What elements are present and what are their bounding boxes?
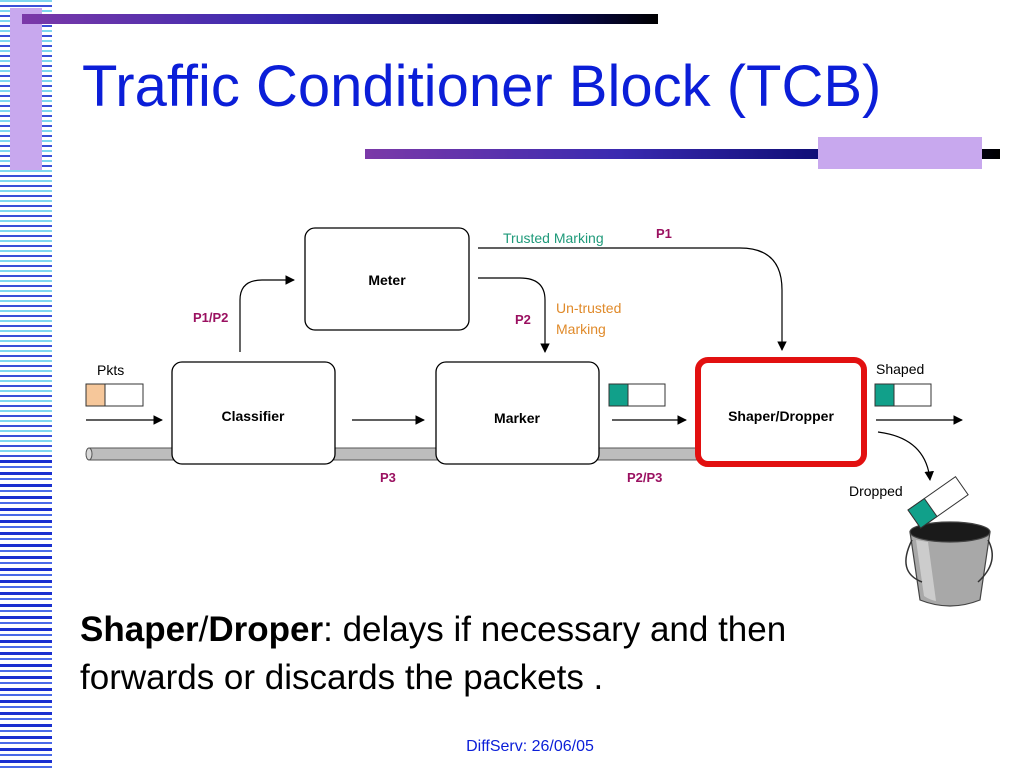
classifier-label: Classifier — [221, 408, 285, 424]
description-bold-droper: Droper — [208, 610, 324, 649]
left-accent-block — [10, 8, 42, 170]
title-accent-block — [818, 137, 982, 169]
untrusted-marking-label-line1: Un-trusted — [556, 300, 621, 316]
p2-label: P2 — [515, 312, 531, 327]
shaped-label: Shaped — [876, 361, 924, 377]
incoming-packet — [85, 383, 144, 407]
marked-packet — [608, 383, 666, 407]
title-underline-decoration — [365, 149, 1000, 159]
p1p2-label: P1/P2 — [193, 310, 228, 325]
description-text: Shaper/Droper: delays if necessary and t… — [80, 606, 940, 702]
left-stripe-decoration-lower — [0, 460, 52, 768]
slide-title: Traffic Conditioner Block (TCB) — [82, 54, 882, 119]
slide-footer: DiffServ: 26/06/05 — [466, 738, 594, 755]
pipe — [85, 447, 707, 461]
meter-box — [304, 227, 470, 331]
top-decorative-line — [22, 14, 658, 24]
dropped-label: Dropped — [849, 483, 903, 499]
shaper-dropper-label: Shaper/Dropper — [728, 408, 834, 424]
arrow-classifier-meter — [239, 275, 295, 352]
shaped-packet — [874, 383, 932, 407]
meter-label: Meter — [368, 272, 406, 288]
shaper-dropper-box — [695, 357, 867, 467]
p3-label: P3 — [380, 470, 396, 485]
drop-bucket-icon — [905, 476, 993, 607]
trusted-marking-label: Trusted Marking — [503, 230, 604, 246]
p2p3-label: P2/P3 — [627, 470, 662, 485]
marker-label: Marker — [494, 410, 540, 426]
pkts-label: Pkts — [97, 362, 124, 378]
arrow-meter-shaper — [478, 247, 787, 351]
arrow-shaper-dropped — [877, 431, 934, 481]
description-bold-shaper: Shaper — [80, 610, 199, 649]
description-line1: : delays if necessary and then — [323, 610, 787, 649]
marker-box — [435, 361, 600, 465]
untrusted-marking-label-line2: Marking — [556, 321, 606, 337]
classifier-box — [171, 361, 336, 465]
description-slash: / — [198, 610, 209, 649]
description-line2: forwards or discards the packets . — [80, 658, 604, 697]
p1-label: P1 — [656, 226, 672, 241]
arrow-meter-marker — [478, 277, 550, 353]
